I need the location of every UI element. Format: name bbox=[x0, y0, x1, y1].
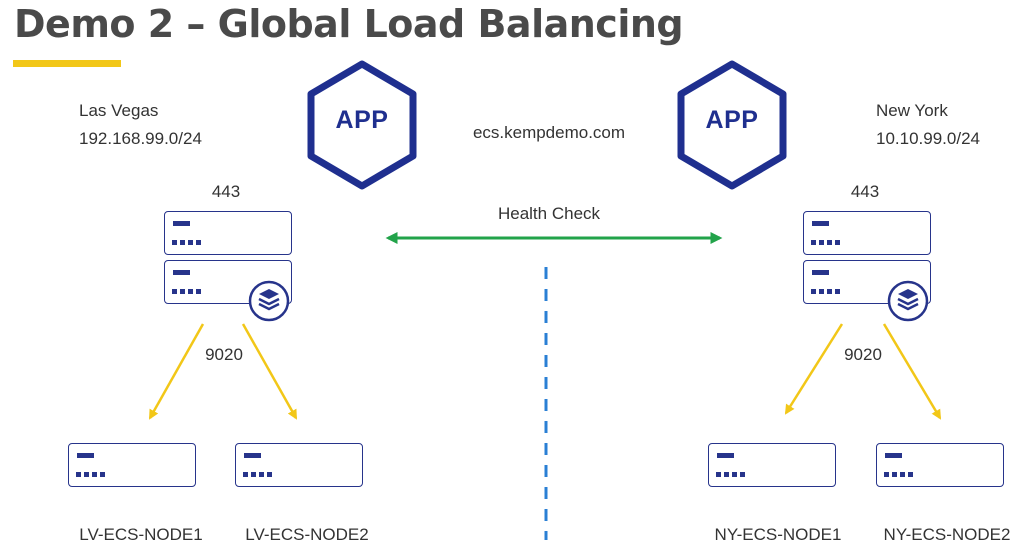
server-icon bbox=[812, 221, 829, 226]
node-label-lv-1: LV-ECS-NODE1 bbox=[79, 525, 203, 544]
vs-port-left: 443 bbox=[211, 182, 241, 201]
server-icon bbox=[885, 453, 902, 458]
site-city-right: New York bbox=[876, 101, 948, 120]
load-balancer-right-1 bbox=[803, 211, 931, 255]
app-hexagon-right: APP bbox=[675, 60, 789, 190]
hexagon-icon bbox=[307, 60, 417, 190]
stacked-layers-icon bbox=[248, 280, 290, 322]
ecs-node-lv-1 bbox=[68, 443, 196, 487]
stacked-layers-icon bbox=[887, 280, 929, 322]
site-subnet-right: 10.10.99.0/24 bbox=[876, 129, 980, 148]
vs-port-right: 443 bbox=[850, 182, 880, 201]
title-accent-bar bbox=[13, 60, 121, 67]
node-label-ny-1: NY-ECS-NODE1 bbox=[714, 525, 842, 544]
server-icon bbox=[173, 221, 190, 226]
flow-arrow-right-1 bbox=[784, 323, 844, 415]
dns-domain-label: ecs.kempdemo.com bbox=[472, 123, 626, 142]
load-balancer-left-1 bbox=[164, 211, 292, 255]
ecs-node-ny-2 bbox=[876, 443, 1004, 487]
node-label-ny-2: NY-ECS-NODE2 bbox=[883, 525, 1011, 544]
app-hexagon-left: APP bbox=[305, 60, 419, 190]
app-label-left: APP bbox=[335, 106, 389, 134]
flow-arrow-right-2 bbox=[882, 323, 942, 420]
site-subnet-left: 192.168.99.0/24 bbox=[79, 129, 202, 148]
server-icon bbox=[173, 270, 190, 275]
flow-arrow-left-1 bbox=[148, 323, 205, 420]
server-icon bbox=[77, 453, 94, 458]
server-icon bbox=[717, 453, 734, 458]
backend-port-right: 9020 bbox=[844, 345, 882, 364]
slide-title: Demo 2 – Global Load Balancing bbox=[14, 2, 684, 46]
hexagon-icon bbox=[677, 60, 787, 190]
server-icon bbox=[812, 270, 829, 275]
health-check-label: Health Check bbox=[497, 204, 601, 223]
ecs-node-ny-1 bbox=[708, 443, 836, 487]
site-city-left: Las Vegas bbox=[79, 101, 159, 120]
ecs-node-lv-2 bbox=[235, 443, 363, 487]
app-label-right: APP bbox=[705, 106, 759, 134]
flow-arrow-left-2 bbox=[241, 323, 298, 420]
server-icon bbox=[244, 453, 261, 458]
backend-port-left: 9020 bbox=[205, 345, 243, 364]
node-label-lv-2: LV-ECS-NODE2 bbox=[245, 525, 369, 544]
